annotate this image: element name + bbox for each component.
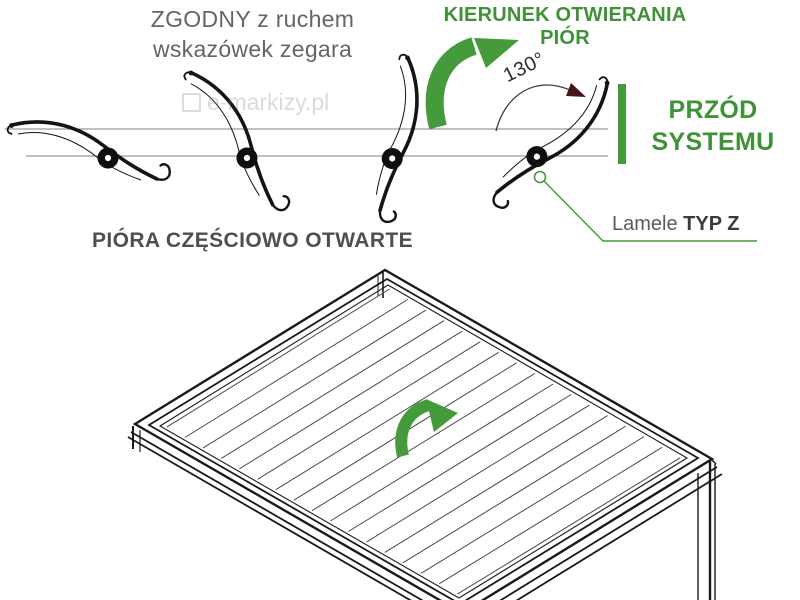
lamella-type-label: Lamele TYP Z — [612, 213, 740, 235]
leader-circle-icon — [533, 170, 547, 184]
lamella-closed — [5, 120, 172, 182]
rotation-arrow-icon — [425, 37, 519, 130]
pergola-frame — [127, 268, 723, 600]
watermark-logo-icon — [182, 93, 201, 112]
angle-arc — [495, 83, 586, 132]
pergola-post — [697, 458, 717, 600]
watermark: e-markizy.pl — [182, 89, 329, 116]
leader-line — [533, 170, 757, 242]
front-marker-bar — [618, 84, 626, 164]
guide-rails — [5, 128, 608, 157]
partially-open-caption: PIÓRA CZĘŚCIOWO OTWARTE — [91, 229, 414, 252]
lamella-vertical — [351, 51, 441, 225]
pergola-slats — [166, 288, 681, 595]
pergola-rotation-arrow-icon — [395, 399, 458, 458]
